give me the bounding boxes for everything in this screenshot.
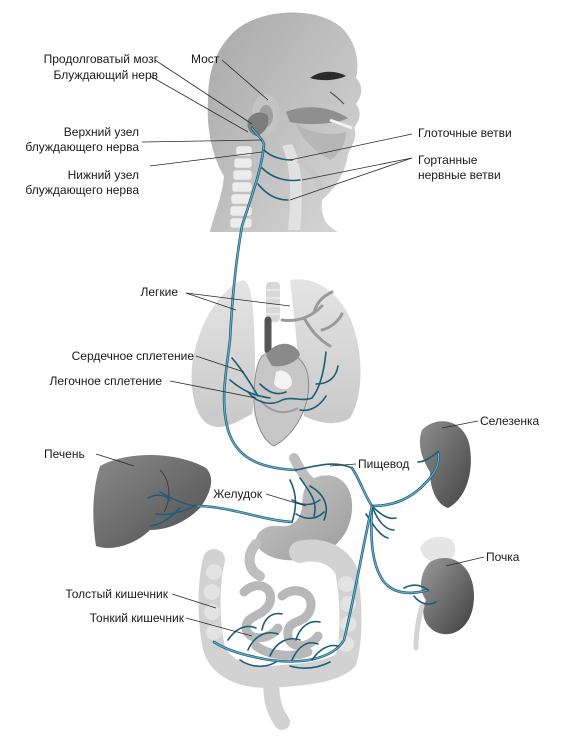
label-large-intestine: Толстый кишечник: [65, 587, 168, 601]
label-lungs: Легкие: [140, 285, 178, 299]
label-laryngeal-line2: нервные ветви: [418, 168, 501, 182]
label-pons: Мост: [191, 52, 220, 66]
label-kidney: Почка: [486, 550, 520, 564]
leader-lines: [95, 59, 485, 637]
lung-left: [191, 280, 255, 427]
label-superior-ganglion-line1: Верхний узел: [64, 125, 139, 139]
label-medulla: Продолговатый мозг: [44, 52, 159, 66]
thorax: [191, 279, 361, 447]
label-laryngeal-line1: Гортанные: [418, 153, 478, 167]
label-inferior-ganglion-line2: блуждающего нерва: [25, 183, 139, 197]
label-pulmonary-plexus: Легочное сплетение: [50, 374, 163, 388]
eye-icon: [310, 71, 346, 81]
liver: [93, 454, 212, 549]
label-liver: Печень: [44, 447, 85, 461]
label-cardiac-plexus: Сердечное сплетение: [72, 349, 195, 363]
labels: Продолговатый мозг Блуждающий нерв Мост …: [25, 52, 539, 625]
spleen: [419, 421, 471, 508]
small-intestine: [239, 581, 323, 660]
label-superior-ganglion-line2: блуждающего нерва: [25, 140, 139, 154]
label-stomach: Желудок: [213, 487, 262, 501]
label-pharyngeal-branches: Глоточные ветви: [418, 126, 512, 140]
label-spleen: Селезенка: [480, 414, 540, 428]
label-esophagus: Пищевод: [358, 457, 409, 471]
adrenal-gland: [420, 536, 456, 563]
label-inferior-ganglion-line1: Нижний узел: [68, 168, 139, 182]
kidney: [421, 557, 474, 635]
label-small-intestine: Тонкий кишечник: [90, 611, 185, 625]
label-vagus-nerve: Блуждающий нерв: [53, 68, 158, 82]
heart: [253, 350, 310, 447]
abdomen: [93, 421, 474, 730]
vagus-nerve-path: [147, 126, 441, 669]
